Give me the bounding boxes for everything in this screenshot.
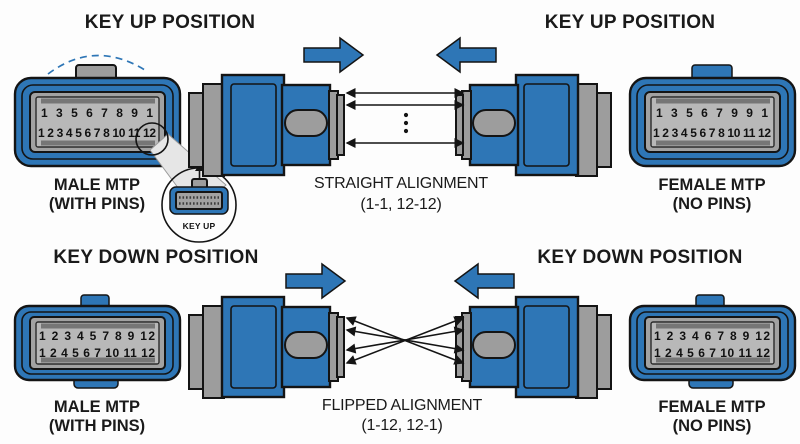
ellipsis-dot bbox=[403, 128, 409, 134]
right-cable-connector bbox=[454, 295, 613, 400]
section-title-right: KEY DOWN POSITION bbox=[537, 247, 742, 268]
section-title-left: KEY DOWN POSITION bbox=[53, 247, 258, 268]
magnified-region-circle bbox=[135, 122, 169, 156]
male-label-line1: MALE MTP bbox=[54, 398, 140, 416]
pin-numbers-row1: 1 3 5 6 7 9 9 1 bbox=[656, 106, 768, 120]
body-ring bbox=[636, 311, 789, 375]
pin-numbers-row1: 1 2 3 4 6 7 8 9 12 bbox=[654, 329, 770, 343]
male-label-line2: (WITH PINS) bbox=[49, 195, 145, 213]
body-ring bbox=[21, 84, 174, 160]
female-label-line2: (NO PINS) bbox=[673, 195, 752, 213]
alignment-label-line2: (1-1, 12-12) bbox=[360, 196, 441, 213]
pin-field bbox=[650, 96, 775, 148]
section-title-left: KEY UP POSITION bbox=[85, 12, 256, 33]
pin-field bbox=[35, 321, 160, 365]
pin-numbers-row1: 1 2 3 4 5 7 8 9 12 bbox=[39, 329, 155, 343]
key-down-section: KEY DOWN POSITION KEY DOWN POSITION 1 2 … bbox=[13, 247, 797, 435]
mini-connector-inset bbox=[175, 191, 223, 210]
key-highlight-arc bbox=[47, 54, 149, 75]
push-left-arrow bbox=[454, 263, 515, 299]
body-ring bbox=[636, 84, 789, 160]
male-mtp-front-key-up: 1 3 5 6 7 8 9 1 1 2 3 4 5 6 7 8 10 11 12 bbox=[13, 54, 182, 168]
flipped-alignment-lines bbox=[345, 316, 465, 365]
push-right-arrow bbox=[285, 263, 346, 299]
female-mtp-front-key-up: 1 3 5 6 7 9 9 1 1 2 3 4 5 6 7 8 10 11 12 bbox=[628, 64, 797, 168]
push-left-arrow bbox=[436, 37, 497, 73]
pin-field bbox=[35, 96, 160, 148]
alignment-label-line1: FLIPPED ALIGNMENT bbox=[322, 397, 483, 414]
pin-numbers-row2: 1 2 3 4 5 6 7 8 10 11 12 bbox=[38, 126, 156, 140]
ellipsis-dot bbox=[403, 112, 409, 118]
body-ring bbox=[21, 311, 174, 375]
left-cable-connector bbox=[187, 73, 346, 178]
left-cable-connector bbox=[187, 295, 346, 400]
pin-numbers-row2: 1 2 3 4 5 6 7 8 10 11 12 bbox=[653, 126, 771, 140]
alignment-label-line1: STRAIGHT ALIGNMENT bbox=[314, 175, 488, 192]
pin-numbers-row2: 1 2 4 5 6 7 10 11 12 bbox=[39, 346, 155, 360]
male-label-line2: (WITH PINS) bbox=[49, 417, 145, 435]
key-up-section: KEY UP POSITION KEY UP POSITION 1 3 5 6 … bbox=[13, 12, 797, 243]
female-mtp-front-key-down: 1 2 3 4 6 7 8 9 12 1 2 4 5 6 7 10 11 12 bbox=[628, 294, 797, 389]
fiber-line-12-to-1 bbox=[345, 316, 465, 365]
section-title-right: KEY UP POSITION bbox=[545, 12, 716, 33]
ellipsis-dot bbox=[403, 120, 409, 126]
magnifier-label: KEY UP bbox=[183, 221, 216, 231]
female-label-line1: FEMALE MTP bbox=[658, 176, 765, 194]
push-right-arrow bbox=[303, 37, 364, 73]
pin-numbers-row2: 1 2 4 5 6 7 10 11 12 bbox=[654, 346, 770, 360]
alignment-label-line2: (1-12, 12-1) bbox=[361, 417, 442, 434]
male-label-line1: MALE MTP bbox=[54, 176, 140, 194]
key-up-magnifier: KEY UP bbox=[135, 122, 237, 243]
pin-field bbox=[650, 321, 775, 365]
straight-alignment-lines bbox=[345, 88, 465, 148]
pin-numbers-row1: 1 3 5 6 7 8 9 1 bbox=[41, 106, 153, 120]
right-cable-connector bbox=[454, 73, 613, 178]
male-mtp-front-key-down: 1 2 3 4 5 7 8 9 12 1 2 4 5 6 7 10 11 12 bbox=[13, 294, 182, 389]
female-label-line2: (NO PINS) bbox=[673, 417, 752, 435]
female-label-line1: FEMALE MTP bbox=[658, 398, 765, 416]
